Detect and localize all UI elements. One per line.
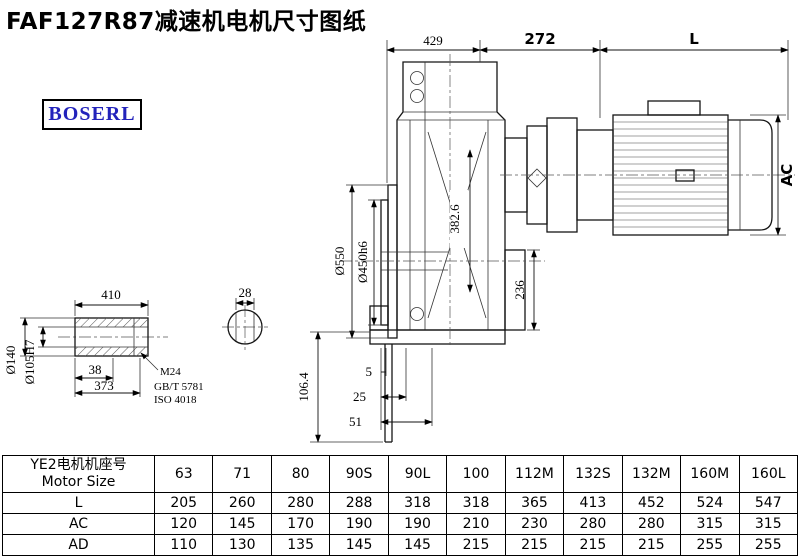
table-cell: 280 — [621, 513, 682, 535]
table-cell: 413 — [563, 492, 623, 514]
dim-label-272: 272 — [524, 30, 555, 48]
table-cell: 215 — [621, 534, 682, 556]
dim-label-410: 410 — [101, 287, 121, 302]
dim-label-38: 38 — [89, 362, 102, 377]
table-cell: 145 — [387, 534, 448, 556]
table-cell: 365 — [504, 492, 565, 514]
table-cell: 318 — [446, 492, 506, 514]
table-cell: 215 — [504, 534, 565, 556]
shaft-end-view — [222, 305, 268, 350]
motor-size-table: YE2电机机座号 Motor Size 63 71 80 90S 90L 100… — [2, 455, 799, 556]
cooling-fins — [613, 121, 728, 228]
motor-size-cell: 160M — [680, 455, 740, 493]
row-label-L: L — [2, 492, 155, 514]
table-cell: 190 — [387, 513, 448, 535]
hollow-shaft-detail — [58, 317, 168, 357]
table-cell: 135 — [270, 534, 331, 556]
bolt-hole — [410, 89, 424, 103]
motor-size-cell: 160L — [738, 455, 799, 493]
table-cell: 145 — [212, 513, 272, 535]
table-row-L: L 205 260 280 288 318 318 365 413 452 52… — [2, 492, 799, 514]
table-cell: 145 — [329, 534, 389, 556]
motor-size-cell: 90L — [387, 455, 448, 493]
table-cell: 210 — [446, 513, 506, 535]
eye-bolt-mark — [527, 168, 547, 188]
table-cell: 255 — [738, 534, 799, 556]
table-cell: 215 — [446, 534, 506, 556]
brand-text: BOSERL — [48, 103, 136, 125]
motor-view — [500, 100, 795, 236]
dim-label-236: 236 — [512, 280, 527, 300]
mounting-foot — [369, 305, 389, 331]
fan-cover — [728, 119, 773, 231]
dim-label-25: 25 — [353, 389, 366, 404]
base-plate — [369, 329, 506, 345]
corner-line-cn: YE2电机机座号 — [30, 457, 127, 473]
thread-label-m24: M24 — [160, 366, 181, 378]
row-label-AC: AC — [2, 513, 155, 535]
dim-label-5: 5 — [366, 364, 373, 379]
dim-label-106: 106.4 — [296, 372, 311, 402]
table-cell: 547 — [738, 492, 799, 514]
table-cell: 110 — [153, 534, 214, 556]
motor-size-cell: 63 — [153, 455, 214, 493]
motor-size-cell: 112M — [504, 455, 565, 493]
table-cell: 215 — [563, 534, 623, 556]
dim-label-105: Ø105H7 — [22, 339, 37, 384]
corner-line-en: Motor Size — [41, 474, 116, 490]
row-label-AD: AD — [2, 534, 155, 556]
brand-logo-box: BOSERL — [42, 99, 142, 130]
table-cell: 452 — [621, 492, 682, 514]
dim-label-550: Ø550 — [332, 247, 347, 276]
table-cell: 280 — [270, 492, 331, 514]
table-cell: 130 — [212, 534, 272, 556]
dimension-lines: 429 272 L AC Ø550 Ø450h6 382.6 — [3, 30, 796, 443]
table-cell: 524 — [680, 492, 740, 514]
dim-label-51: 51 — [349, 414, 362, 429]
table-cell: 205 — [153, 492, 214, 514]
dim-label-AC: AC — [778, 164, 796, 187]
standard-label-iso: ISO 4018 — [154, 394, 197, 406]
page-title: FAF127R87减速机电机尺寸图纸 — [6, 9, 367, 35]
nameplate — [675, 169, 695, 182]
dim-label-429: 429 — [423, 33, 443, 48]
dim-label-L: L — [689, 30, 699, 48]
dim-label-382: 382.6 — [447, 204, 462, 234]
dim-label-140: Ø140 — [3, 346, 18, 375]
output-flange-edge — [387, 184, 398, 339]
technical-drawing: 429 272 L AC Ø550 Ø450h6 382.6 — [3, 30, 796, 443]
dim-label-373: 373 — [94, 378, 114, 393]
motor-size-cell: 100 — [446, 455, 506, 493]
flange-spigot-edge — [380, 199, 389, 326]
table-cell: 255 — [680, 534, 740, 556]
table-row-AC: AC 120 145 170 190 190 210 230 280 280 3… — [2, 513, 799, 535]
motor-size-cell: 132M — [621, 455, 682, 493]
table-cell: 318 — [387, 492, 448, 514]
motor-size-cell: 71 — [212, 455, 272, 493]
standard-label-gb: GB/T 5781 — [154, 381, 204, 393]
motor-size-cell: 80 — [270, 455, 331, 493]
bolt-hole — [410, 71, 424, 85]
table-cell: 280 — [563, 513, 623, 535]
table-cell: 260 — [212, 492, 272, 514]
table-cell: 120 — [153, 513, 214, 535]
table-corner-cell: YE2电机机座号 Motor Size — [2, 455, 155, 493]
table-cell: 315 — [680, 513, 740, 535]
table-header-row: YE2电机机座号 Motor Size 63 71 80 90S 90L 100… — [2, 455, 799, 493]
terminal-box — [647, 100, 701, 116]
dim-label-450: Ø450h6 — [355, 241, 370, 283]
table-cell: 190 — [329, 513, 389, 535]
shaft-bore-circle — [227, 309, 263, 345]
table-cell: 315 — [738, 513, 799, 535]
bolt-hole — [410, 307, 424, 321]
gearbox-housing — [340, 54, 545, 443]
table-cell: 288 — [329, 492, 389, 514]
dim-label-28: 28 — [239, 285, 252, 300]
side-cover — [504, 249, 526, 331]
motor-size-cell: 132S — [563, 455, 623, 493]
table-row-AD: AD 110 130 135 145 145 215 215 215 215 2… — [2, 534, 799, 556]
table-cell: 170 — [270, 513, 331, 535]
table-cell: 230 — [504, 513, 565, 535]
motor-size-cell: 90S — [329, 455, 389, 493]
